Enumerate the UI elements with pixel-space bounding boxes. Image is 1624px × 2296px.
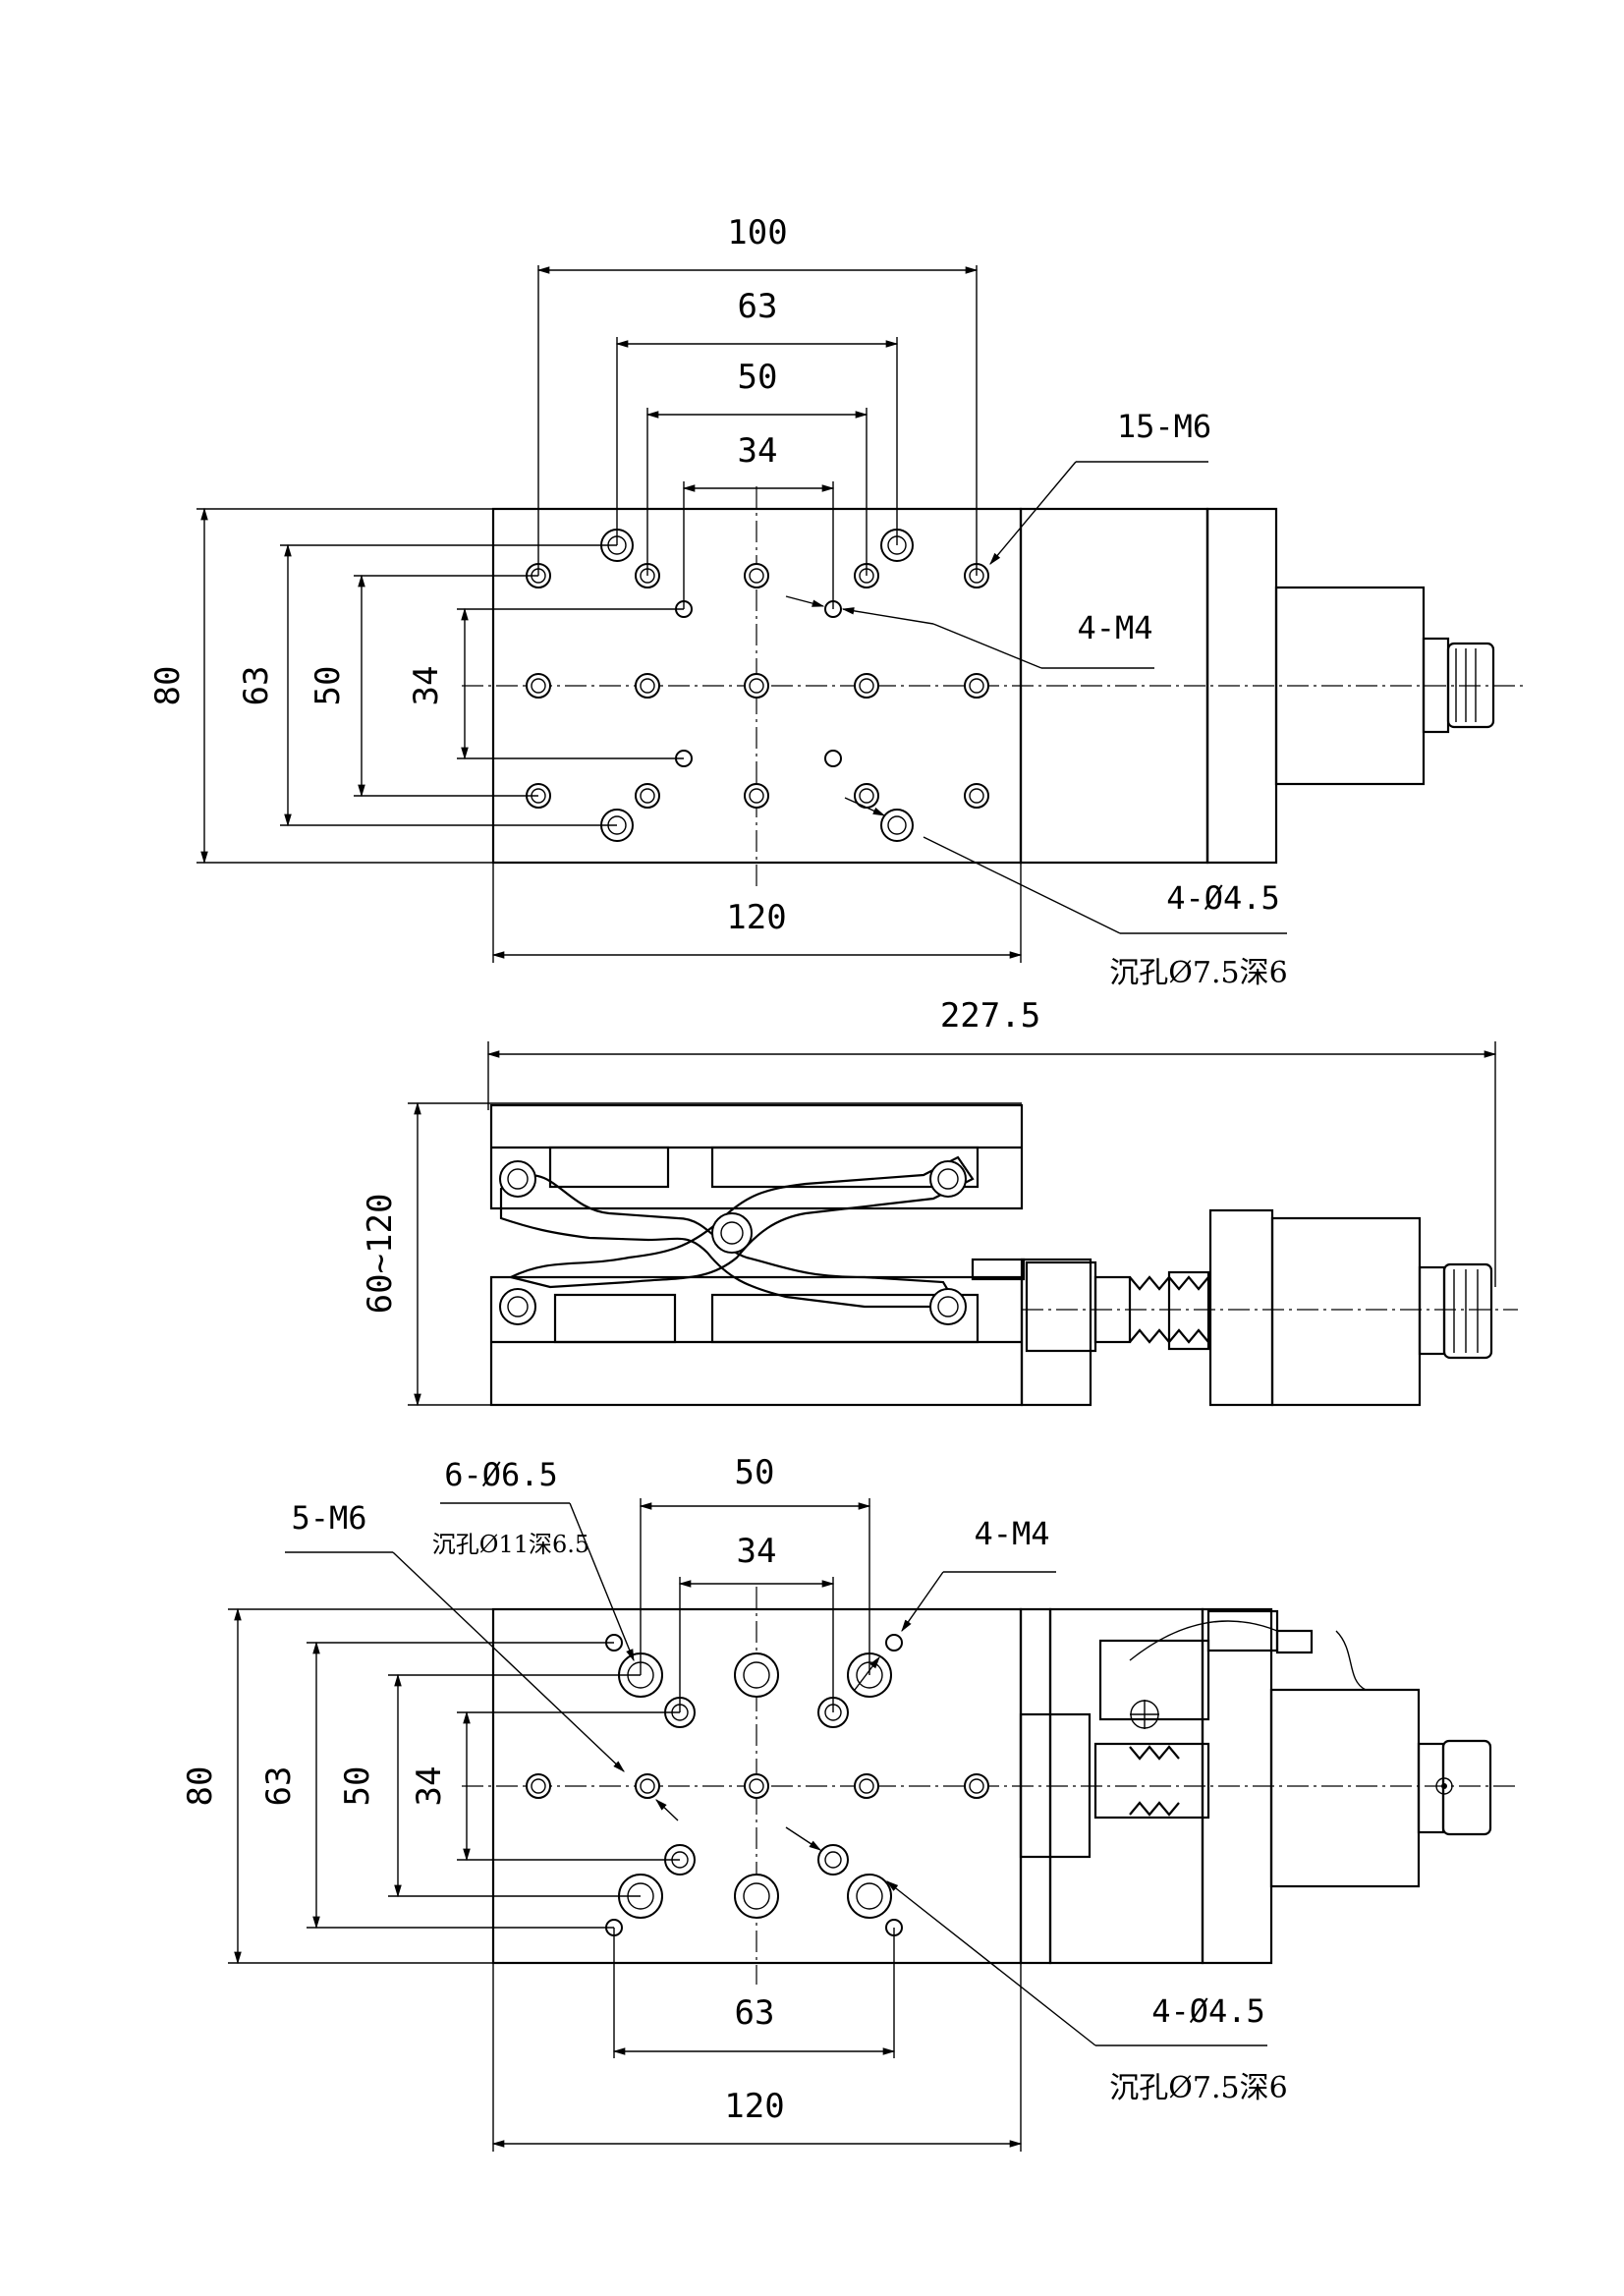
top-view-dim-63-vertical: 63 [237,543,617,827]
side-view-upper-plate [489,1103,1024,1210]
dim-label: 63 [735,1993,775,2033]
dim-label: 34 [410,1766,449,1807]
dim-label: 50 [338,1766,377,1807]
dim-label: 120 [726,898,786,937]
bottom-view-counterbored-holes-large [618,1652,892,1919]
dim-label: 60~120 [361,1194,400,1315]
dim-label: 63 [738,287,778,326]
side-view-base [489,1275,1024,1407]
top-view-dim-50: 50 [645,358,868,576]
top-view-dim-100: 100 [536,213,979,576]
dim-label: 63 [237,666,276,706]
callout-label: 4-Ø4.5 [1151,1992,1265,2030]
dim-label: 34 [738,431,778,471]
top-view-dim-34: 34 [682,431,835,609]
callout-label: 15-M6 [1117,408,1211,445]
bottom-view-dim-80-vertical: 80 [181,1607,493,1965]
callout-label: 沉孔Ø7.5深6 [1109,956,1287,990]
top-view: 100 63 50 34 80 [148,213,1523,990]
bottom-view-dim-34: 34 [678,1532,835,1712]
top-view-dim-120: 120 [491,863,1023,963]
side-view-dim-stroke: 60~120 [361,1101,1022,1407]
top-view-dim-34-vertical: 34 [407,607,684,760]
callout-label: 5-M6 [291,1499,366,1537]
dim-label: 34 [737,1532,777,1571]
bottom-view: 50 34 80 63 50 [181,1453,1518,2152]
bottom-view-callout-phi45: 4-Ø4.5 沉孔Ø7.5深6 [785,1826,1288,2105]
bottom-view-callout-m6: 5-M6 [285,1499,679,1821]
top-view-callout-m6: 15-M6 [989,408,1211,565]
bottom-view-dim-63: 63 [612,1928,896,2058]
dim-label: 63 [259,1766,299,1807]
dim-label: 80 [181,1766,220,1807]
callout-label: 沉孔Ø7.5深6 [1109,2071,1287,2105]
side-view-drive [971,1208,1518,1407]
top-view-dim-80-vertical: 80 [148,507,493,865]
bottom-view-dim-50: 50 [639,1453,871,1675]
callout-label: 沉孔Ø11深6.5 [432,1531,589,1558]
bottom-view-dim-120: 120 [491,1963,1023,2152]
top-view-dim-50-vertical: 50 [308,574,538,798]
dim-label: 227.5 [940,996,1040,1036]
bottom-view-dim-63-vertical: 63 [259,1641,614,1930]
top-view-callout-m4: 4-M4 [785,595,1154,669]
top-view-counterbored-holes [600,529,914,842]
callout-label: 6-Ø6.5 [444,1456,558,1493]
dim-label: 50 [738,358,778,397]
bottom-view-knob [1441,1739,1492,1836]
bottom-view-dim-34-vertical: 34 [410,1710,680,1862]
side-view-scissor-arms [499,1155,975,1325]
callout-label: 4-M4 [1077,609,1152,646]
dim-label: 50 [308,666,348,706]
dim-label: 80 [148,666,188,706]
dim-label: 120 [724,2087,784,2126]
callout-label: 4-Ø4.5 [1166,879,1280,917]
side-view: 227.5 60~120 [361,996,1518,1407]
bottom-view-callout-phi65: 6-Ø6.5 沉孔Ø11深6.5 [432,1456,635,1662]
bottom-view-callout-m4: 4-M4 [854,1515,1056,1691]
dim-label: 34 [407,666,446,706]
bottom-view-dim-50-vertical: 50 [338,1673,641,1898]
top-view-dim-63: 63 [615,287,899,545]
top-view-callout-phi45: 4-Ø4.5 沉孔Ø7.5深6 [844,797,1288,990]
dim-label: 50 [735,1453,775,1492]
bottom-view-m6-holes [526,1773,989,1799]
side-view-dim-length: 227.5 [486,996,1497,1287]
bottom-view-motor-body [1269,1688,1421,1888]
dim-label: 100 [727,213,787,252]
callout-label: 4-M4 [974,1515,1049,1552]
